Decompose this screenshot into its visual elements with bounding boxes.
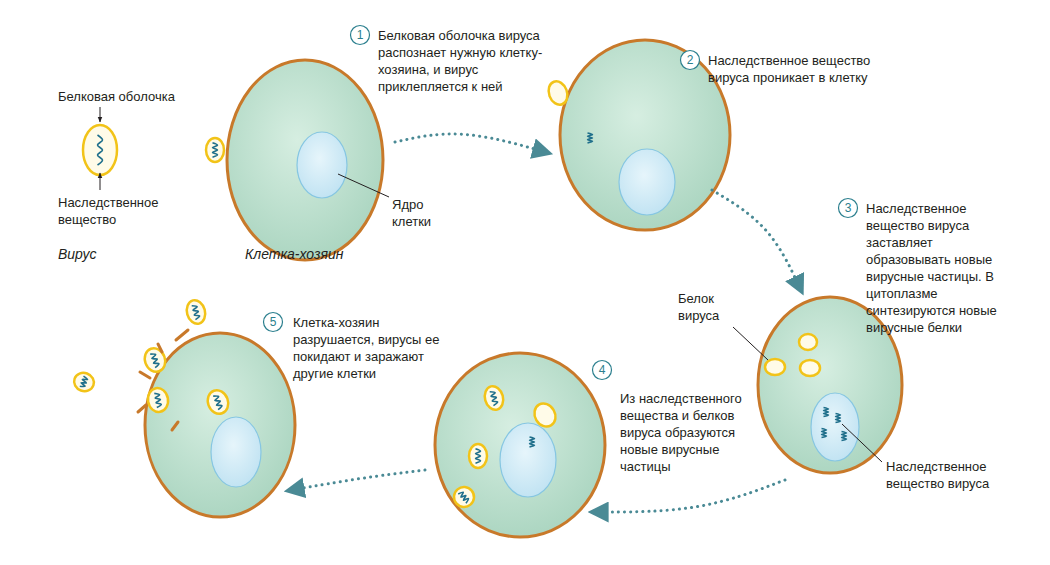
virus-particle (204, 387, 231, 416)
callout-circle (351, 26, 370, 45)
part-label: Белок вируса (678, 290, 738, 324)
virus-particle (800, 360, 820, 376)
callout-number: 1 (351, 26, 369, 44)
callout-circle (593, 361, 612, 380)
part-label: Наследственное вещество (58, 194, 168, 228)
genetic-material (836, 414, 841, 423)
part-label: Наследственное вещество вируса (886, 458, 1016, 492)
virus-particle (482, 384, 506, 412)
virus-particle (206, 138, 224, 162)
callout-number: 2 (681, 51, 699, 69)
virus-capsid (800, 360, 820, 376)
cell-nucleus (211, 417, 261, 487)
flow-arrow (596, 480, 785, 512)
host-cell (145, 333, 295, 517)
step-text: Из наследственного вещества и белков вир… (620, 390, 755, 475)
genetic-material (98, 135, 103, 165)
cell-nucleus (619, 149, 675, 215)
virus-capsid (545, 79, 570, 108)
flow-arrow (712, 190, 800, 288)
virus-capsid (206, 138, 224, 162)
genetic-material (822, 429, 827, 438)
leader-line (842, 424, 882, 462)
virus-capsid (204, 387, 231, 416)
genetic-material (154, 392, 161, 407)
virus-capsid (450, 483, 478, 511)
virus-capsid (530, 400, 559, 431)
genetic-material (588, 133, 593, 143)
broken-membrane (138, 405, 146, 412)
callout-number: 3 (839, 199, 857, 217)
broken-membrane (158, 344, 162, 352)
step-text: Наследственное вещество вируса заставляе… (866, 200, 1016, 336)
genetic-material (458, 491, 470, 503)
callout-circle (264, 313, 283, 332)
virus-particle (184, 298, 208, 326)
flow-arrow (292, 470, 425, 490)
genetic-material (842, 432, 847, 441)
cell-nucleus (297, 132, 347, 198)
callout-circle (681, 51, 700, 70)
virus-capsid (765, 359, 785, 375)
virus-particle (545, 79, 570, 108)
virus-particle (450, 483, 478, 511)
genetic-material (530, 437, 535, 447)
virus-particle (83, 125, 117, 175)
host-cell (227, 60, 383, 260)
leader-line (100, 107, 101, 122)
step-text: Белковая оболочка вируса распознает нужн… (378, 27, 550, 95)
broken-membrane (176, 330, 188, 340)
part-label: Белковая оболочка (58, 88, 188, 105)
virus-capsid (469, 444, 487, 468)
virus-capsid (184, 298, 208, 326)
virus-particle (146, 386, 170, 413)
callout-number: 5 (264, 313, 282, 331)
virus-capsid (799, 334, 817, 350)
leader-line (338, 174, 389, 197)
host-cell (560, 40, 730, 230)
figure-caption: Клетка-хозяин (245, 246, 375, 263)
genetic-material (192, 304, 201, 319)
step-text: Клетка-хозяин разрушается, вирусы ее пок… (293, 314, 443, 382)
cell-nucleus (500, 423, 556, 497)
part-label: Ядро клетки (392, 196, 462, 230)
virus-particle (530, 400, 559, 431)
callout-number: 4 (593, 361, 611, 379)
figure-caption: Вирус (58, 246, 138, 263)
broken-membrane (140, 372, 150, 378)
genetic-material (150, 352, 160, 367)
genetic-material (213, 394, 223, 409)
genetic-material (476, 449, 481, 463)
leader-line (733, 327, 768, 360)
broken-membrane (172, 422, 178, 430)
genetic-material (80, 376, 88, 388)
virus-capsid (146, 386, 170, 413)
virus-particle (765, 359, 785, 375)
virus-particle (72, 370, 97, 394)
host-cell (435, 353, 605, 537)
leader-line (100, 173, 101, 190)
virus-capsid (482, 384, 506, 412)
virus-capsid (141, 345, 168, 374)
genetic-material (824, 408, 829, 417)
flow-arrow (395, 134, 545, 152)
virus-particle (141, 345, 168, 374)
virus-capsid (72, 370, 97, 394)
step-text: Наследственное вещество вируса проникает… (708, 52, 883, 86)
genetic-material (213, 143, 218, 157)
cell-nucleus (811, 393, 859, 461)
virus-particle (469, 444, 487, 468)
virus-particle (799, 334, 817, 350)
genetic-material (490, 390, 499, 405)
virus-capsid (83, 125, 117, 175)
callout-circle (839, 199, 858, 218)
